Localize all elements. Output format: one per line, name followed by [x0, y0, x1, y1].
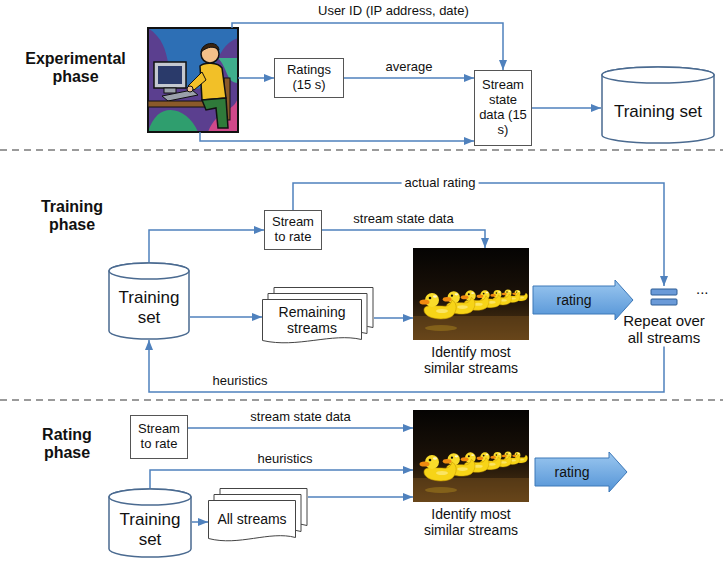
- connector: [190, 316, 262, 318]
- text-holder: Stream to rate: [268, 215, 318, 245]
- text-holder: Remaining streams: [264, 301, 360, 339]
- node-text: Ratings (15 s): [278, 63, 340, 93]
- connector: [532, 107, 601, 109]
- user-id-line: [232, 23, 503, 70]
- text-holder: Stream state data (15 s): [478, 78, 528, 138]
- process-box: Ratings (15 s): [274, 58, 344, 98]
- connector: [150, 470, 413, 488]
- phase-label: Training phase: [22, 198, 122, 235]
- connector: [374, 317, 413, 319]
- text-holder: rating: [539, 452, 605, 492]
- edge-label: actual rating: [402, 176, 479, 191]
- node-text: Identify most similar streams: [413, 506, 529, 538]
- edge-label: average: [383, 60, 436, 75]
- similarity-picture: Identify most similar streams: [413, 248, 529, 376]
- block-arrow: rating: [535, 452, 627, 492]
- text-holder: Training set: [112, 280, 186, 336]
- database-cylinder: Training set: [108, 488, 192, 558]
- similarity-picture: Identify most similar streams: [413, 410, 529, 538]
- process-box: Stream to rate: [130, 415, 188, 459]
- edge-label: stream state data: [350, 212, 456, 227]
- document-stack: Remaining streams: [262, 287, 374, 345]
- edge-label: stream state data: [247, 410, 353, 425]
- stream-input-line: [200, 132, 474, 141]
- node-text: Repeat over all streams: [618, 312, 710, 347]
- connector: [344, 77, 474, 79]
- node-text: Training set: [112, 288, 186, 327]
- text-holder: All streams: [210, 502, 294, 537]
- text-holder: Ratings (15 s): [278, 63, 340, 93]
- node-text: All streams: [217, 511, 286, 527]
- node-text: rating: [556, 292, 591, 308]
- rating-input-line: [238, 77, 274, 79]
- connector: [188, 427, 413, 429]
- phase-divider: [0, 399, 723, 401]
- process-box: Stream state data (15 s): [474, 70, 532, 146]
- connector: [308, 496, 413, 498]
- node-text: Training set: [112, 510, 188, 549]
- process-box: Stream to rate: [264, 210, 322, 250]
- text-holder: Repeat over all streams: [618, 312, 710, 347]
- connector: [149, 340, 664, 392]
- line-annotation: User ID (IP address, date): [318, 4, 469, 19]
- node-text: Training set: [614, 102, 702, 122]
- phase-label: Experimental phase: [18, 50, 133, 87]
- connector: [192, 521, 208, 523]
- text-holder: Identify most similar streams: [413, 340, 529, 376]
- edge-label: heuristics: [255, 452, 316, 467]
- duck-photo: [413, 248, 529, 340]
- node-text: Identify most similar streams: [413, 344, 529, 376]
- phase-divider: [0, 149, 723, 151]
- comparison-symbol: Repeat over all streams: [606, 286, 722, 347]
- edge-label: heuristics: [210, 374, 271, 389]
- duck-photo: [413, 410, 529, 502]
- connector: [149, 230, 264, 262]
- text-holder: Training set: [605, 84, 711, 140]
- node-text: Stream to rate: [268, 215, 318, 245]
- text-holder: Identify most similar streams: [413, 502, 529, 538]
- node-text: Stream state data (15 s): [478, 78, 528, 138]
- database-cylinder: Training set: [601, 66, 715, 144]
- block-arrow: rating: [533, 280, 633, 320]
- text-holder: rating: [537, 280, 611, 320]
- document-stack: All streams: [208, 488, 308, 543]
- text-holder: Training set: [112, 506, 188, 554]
- node-text: Stream to rate: [134, 422, 184, 452]
- connector: [322, 230, 485, 248]
- text-holder: Stream to rate: [134, 422, 184, 452]
- node-text: rating: [554, 464, 589, 480]
- user-illustration: [148, 28, 238, 132]
- node-text: Remaining streams: [264, 304, 360, 336]
- phase-label: Rating phase: [22, 426, 112, 463]
- database-cylinder: Training set: [108, 262, 190, 340]
- equals-symbol: [606, 286, 722, 308]
- ellipsis: ...: [696, 280, 709, 297]
